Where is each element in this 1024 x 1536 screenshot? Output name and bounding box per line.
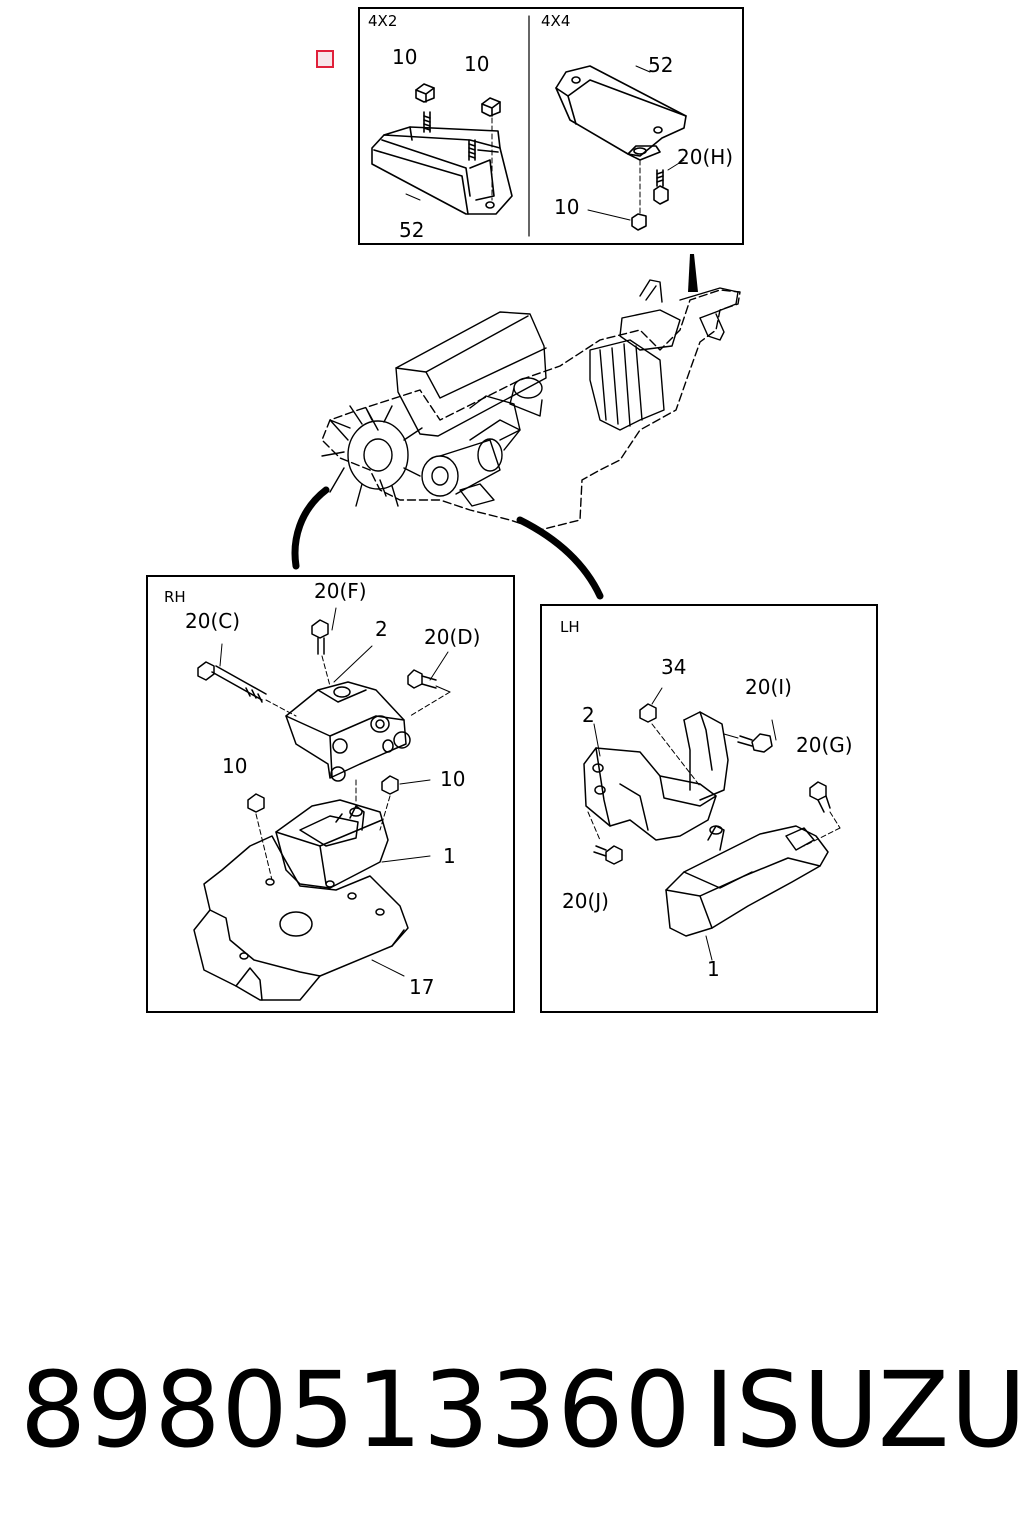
panel-title-4x2: 4X2 xyxy=(368,12,398,30)
part-number: 8980513360 xyxy=(20,1349,692,1471)
callout-20g[interactable]: 20(G) xyxy=(796,733,853,757)
callout-20c[interactable]: 20(C) xyxy=(185,609,241,633)
callout-20h[interactable]: 20(H) xyxy=(677,145,734,169)
rh-mount-drawing xyxy=(193,619,451,1001)
callout-10-right[interactable]: 10 xyxy=(464,52,490,76)
callout-10-rh-right[interactable]: 10 xyxy=(440,767,466,791)
callout-20j[interactable]: 20(J) xyxy=(562,889,609,913)
top-detail-panel xyxy=(358,7,744,245)
leader-arrow-lh xyxy=(516,516,604,600)
selection-marker[interactable] xyxy=(316,50,334,68)
callout-1-lh[interactable]: 1 xyxy=(707,957,720,981)
lh-mount-drawing xyxy=(583,687,841,961)
brand-name: ISUZU xyxy=(704,1349,1024,1471)
callout-10-left[interactable]: 10 xyxy=(392,45,418,69)
callout-10-rh-left[interactable]: 10 xyxy=(222,754,248,778)
callout-leaders xyxy=(219,607,601,757)
callout-1-rh[interactable]: 1 xyxy=(443,844,456,868)
callout-52-4x2[interactable]: 52 xyxy=(399,218,425,242)
panel-title-rh: RH xyxy=(164,588,186,606)
leader-arrow-top xyxy=(688,254,698,292)
callout-2-lh[interactable]: 2 xyxy=(582,703,595,727)
callout-20i[interactable]: 20(I) xyxy=(745,675,792,699)
callout-2-rh[interactable]: 2 xyxy=(375,617,388,641)
callout-20f[interactable]: 20(F) xyxy=(314,579,367,603)
rh-detail-panel xyxy=(146,575,515,1013)
callout-10-4x4[interactable]: 10 xyxy=(554,195,580,219)
mount-4x2-drawing xyxy=(371,83,513,215)
leader-arrow-rh xyxy=(291,486,330,570)
callout-17[interactable]: 17 xyxy=(409,975,435,999)
callout-52-4x4[interactable]: 52 xyxy=(648,53,674,77)
engine-transmission-drawing xyxy=(321,279,741,531)
callout-20d[interactable]: 20(D) xyxy=(424,625,481,649)
callout-34[interactable]: 34 xyxy=(661,655,687,679)
panel-title-4x4: 4X4 xyxy=(541,12,571,30)
panel-title-lh: LH xyxy=(560,618,580,636)
bracket-4x4-drawing xyxy=(555,65,687,231)
